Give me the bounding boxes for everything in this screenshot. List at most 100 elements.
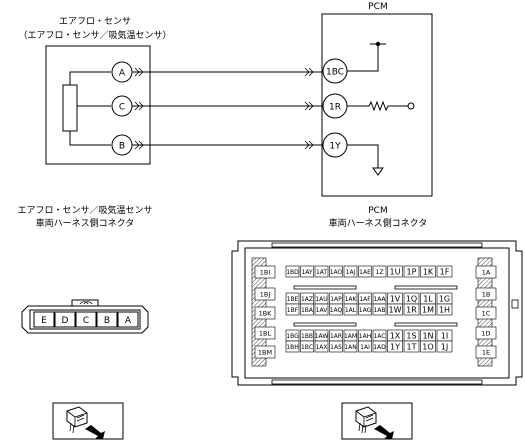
sensor-internal-wire-a bbox=[69, 71, 111, 85]
pcm-terminal-label: 1AY bbox=[301, 269, 312, 276]
pcm-terminal-cell bbox=[358, 265, 372, 278]
pcm-ground-icon bbox=[347, 144, 384, 176]
pcm-terminal-label: 1AX bbox=[315, 344, 327, 351]
pcm-terminal-label: 1AT bbox=[316, 269, 327, 276]
pcm-terminal-label: 1AH bbox=[359, 333, 371, 340]
pcm-connector-subtitle: 車両ハーネス側コネクタ bbox=[329, 217, 428, 229]
pcm-terminal-label: 1F bbox=[440, 268, 450, 277]
pcm-terminal-cell bbox=[372, 340, 387, 353]
pcm-terminal-label: 1T bbox=[407, 343, 417, 352]
pcm-resistor-icon bbox=[347, 100, 415, 112]
pcm-terminal-cell bbox=[436, 340, 453, 353]
svg-text:C: C bbox=[119, 103, 125, 113]
svg-text:1B: 1B bbox=[482, 291, 491, 299]
pcm-terminal-cell bbox=[403, 340, 420, 353]
pcm-terminal-cell bbox=[329, 340, 343, 353]
svg-text:1D: 1D bbox=[481, 330, 490, 338]
connector-harness-view-icon bbox=[341, 402, 413, 440]
pcm-terminal-label: 1AK bbox=[345, 296, 358, 303]
svg-text:1C: 1C bbox=[482, 310, 491, 318]
svg-text:1Y: 1Y bbox=[329, 142, 341, 152]
sensor-pin-c: C bbox=[111, 95, 133, 117]
pcm-terminal-cell bbox=[314, 340, 329, 353]
pcm-terminal-label: 1BC bbox=[301, 344, 313, 351]
pcm-terminal-cell bbox=[358, 340, 372, 353]
pcm-terminal-label: 1AD bbox=[373, 344, 386, 351]
sensor-box bbox=[45, 45, 151, 165]
pcm-terminal-label: 1U bbox=[390, 268, 401, 277]
pcm-title: PCM bbox=[368, 2, 387, 12]
pcm-terminal-cell bbox=[300, 265, 314, 278]
svg-text:B: B bbox=[119, 142, 125, 152]
pcm-terminal-label: 1AM bbox=[344, 333, 357, 340]
pcm-terminal-label: 1H bbox=[439, 306, 450, 315]
pcm-terminal-label: 1X bbox=[390, 332, 401, 341]
pcm-terminal-cell bbox=[285, 340, 300, 353]
sensor-conn-pin-b: B bbox=[104, 316, 110, 326]
pcm-terminal-cell bbox=[420, 265, 436, 278]
pcm-terminal-label: 1BB bbox=[301, 333, 313, 340]
pcm-terminal-label: 1AG bbox=[359, 307, 372, 314]
svg-text:1BL: 1BL bbox=[259, 330, 272, 338]
pcm-terminal-cell bbox=[314, 303, 329, 316]
pcm-terminal-cell bbox=[387, 265, 403, 278]
pcm-terminal-label: 1BH bbox=[286, 344, 298, 351]
pcm-terminal-label: 1AP bbox=[330, 296, 342, 303]
sensor-title: エアフロ・センサ bbox=[59, 16, 131, 27]
pcm-terminal-cell bbox=[314, 265, 329, 278]
pcm-terminal-cell bbox=[343, 340, 358, 353]
pcm-terminal-label: 1L bbox=[423, 295, 433, 304]
pcm-terminal-label: 1BD bbox=[286, 269, 299, 276]
pcm-terminal-label: 1Z bbox=[376, 269, 384, 276]
pcm-terminal-label: 1AA bbox=[373, 296, 386, 303]
sensor-pin-a: A bbox=[111, 61, 133, 83]
wire-c-to-1r bbox=[132, 101, 323, 111]
pcm-terminal-cell bbox=[436, 303, 453, 316]
pcm-terminal-cell bbox=[403, 265, 420, 278]
pcm-pin-1r: 1R bbox=[322, 93, 348, 119]
svg-text:1BK: 1BK bbox=[259, 310, 273, 318]
sensor-connector-subtitle: 車両ハーネス側コネクタ bbox=[36, 217, 135, 229]
pcm-terminal-label: 1AQ bbox=[330, 307, 343, 314]
pcm-terminal-label: 1R bbox=[406, 306, 417, 315]
svg-text:1BC: 1BC bbox=[326, 68, 344, 78]
pcm-terminal-cell bbox=[329, 303, 343, 316]
pcm-terminal-cell bbox=[285, 265, 300, 278]
sensor-pin-b: B bbox=[111, 134, 133, 156]
pcm-pin-1bc: 1BC bbox=[322, 58, 348, 84]
pcm-terminal-label: 1K bbox=[423, 268, 434, 277]
svg-text:1BJ: 1BJ bbox=[260, 291, 271, 299]
sensor-conn-pin-e: E bbox=[41, 316, 47, 326]
pcm-terminal-cell bbox=[300, 303, 314, 316]
pcm-terminal-cell bbox=[329, 265, 343, 278]
pcm-terminal-label: 1I bbox=[441, 332, 448, 341]
wire-b-to-1y bbox=[132, 140, 323, 150]
pcm-power-supply-icon bbox=[347, 41, 386, 72]
svg-text:1BI: 1BI bbox=[260, 269, 271, 277]
pcm-terminal-label: 1Q bbox=[406, 295, 417, 304]
pcm-terminal-label: 1AL bbox=[345, 307, 357, 314]
pcm-terminal-cell bbox=[372, 265, 387, 278]
pcm-terminal-cell bbox=[420, 303, 436, 316]
pcm-terminal-label: 1J bbox=[441, 343, 448, 352]
pcm-terminal-label: 1AN bbox=[344, 344, 356, 351]
pcm-terminal-label: 1AV bbox=[316, 307, 329, 314]
pcm-terminal-cell bbox=[285, 303, 300, 316]
pcm-terminal-label: 1AZ bbox=[301, 296, 313, 303]
pcm-terminal-cell bbox=[387, 303, 403, 316]
svg-text:1R: 1R bbox=[329, 103, 341, 113]
pcm-terminal-label: 1AF bbox=[359, 296, 371, 303]
pcm-terminal-cell bbox=[343, 303, 358, 316]
sensor-subtitle: （エアフロ・センサ／吸気温センサ） bbox=[18, 29, 171, 41]
pcm-terminal-label: 1Y bbox=[390, 343, 400, 352]
pcm-terminal-label: 1AW bbox=[315, 333, 329, 340]
pcm-terminal-label: 1P bbox=[407, 268, 417, 277]
pcm-terminal-label: 1AB bbox=[373, 307, 385, 314]
svg-text:1A: 1A bbox=[482, 269, 491, 277]
svg-text:A: A bbox=[119, 69, 126, 79]
pcm-terminal-label: 1AO bbox=[330, 269, 343, 276]
sensor-connector-title: エアフロ・センサ／吸気温センサ bbox=[17, 204, 152, 216]
sensor-conn-pin-d: D bbox=[62, 316, 69, 326]
